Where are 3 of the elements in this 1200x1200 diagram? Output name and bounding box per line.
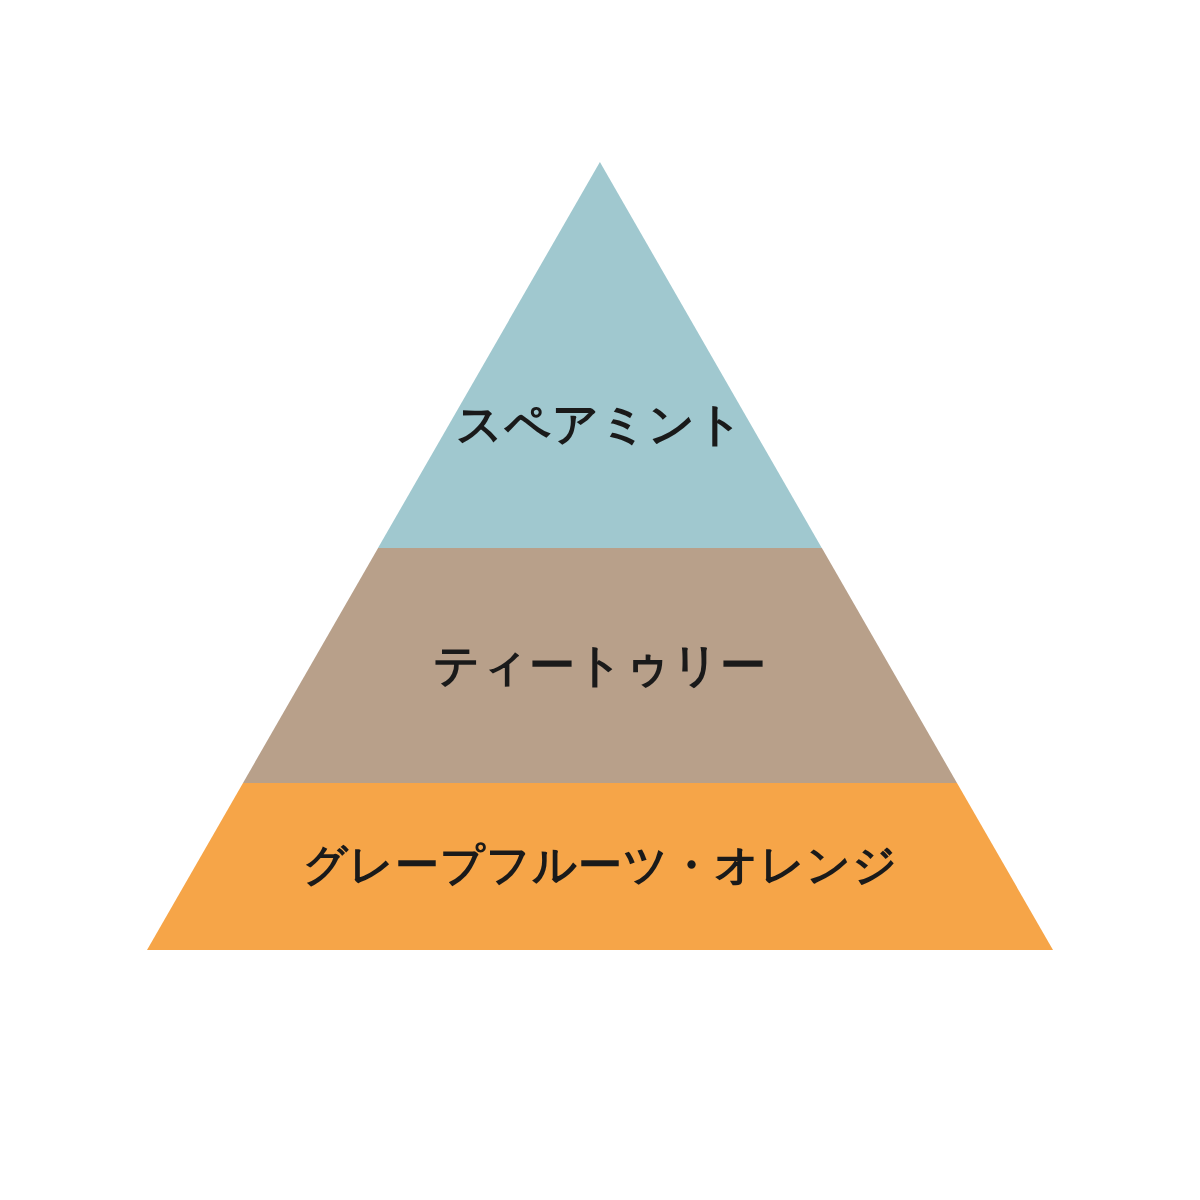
tier-label: ティートゥリー <box>433 636 767 694</box>
tier-label: スペアミント <box>456 396 744 453</box>
tier-label: グレープフルーツ・オレンジ <box>302 838 898 892</box>
